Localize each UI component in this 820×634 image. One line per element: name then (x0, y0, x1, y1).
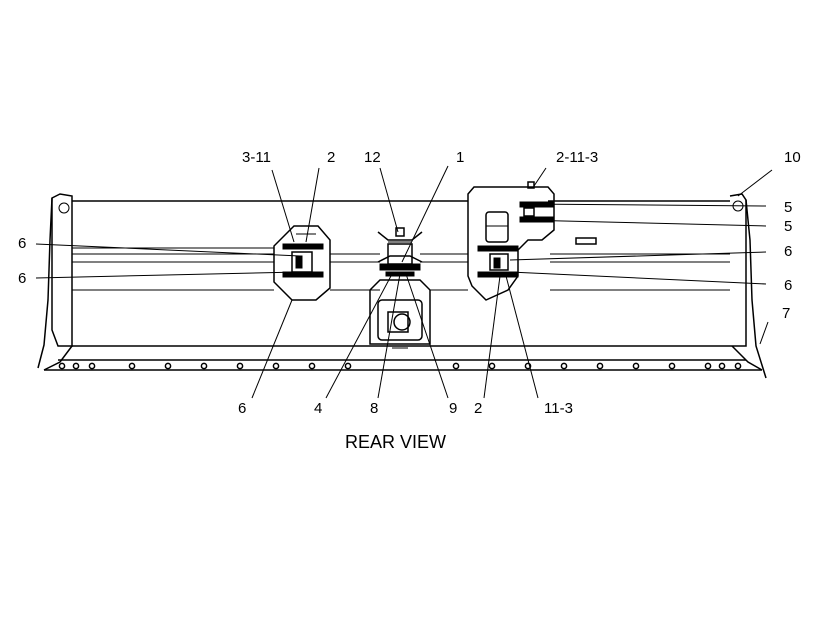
callout-10: 10 (784, 149, 801, 166)
callout-labels: 3-11 2 12 1 2-11-3 10 5 5 6 6 7 6 6 6 4 … (18, 149, 801, 417)
leader-lines (35, 165, 773, 399)
blade-body (37, 193, 767, 379)
callout-8: 8 (370, 400, 378, 417)
callout-6-right-a: 6 (784, 243, 792, 260)
callout-6-left-a: 6 (18, 235, 26, 252)
callout-5-a: 5 (784, 199, 792, 216)
callout-5-b: 5 (784, 218, 792, 235)
callout-1: 1 (456, 149, 464, 166)
callout-6-bottom: 6 (238, 400, 246, 417)
view-caption: REAR VIEW (345, 432, 446, 452)
callout-3-11: 3-11 (242, 149, 271, 166)
callout-4: 4 (314, 400, 322, 417)
callout-9: 9 (449, 400, 457, 417)
cutting-edge-bolts (58, 362, 742, 370)
callout-2-11-3: 2-11-3 (556, 149, 598, 166)
callout-12: 12 (364, 149, 381, 166)
center-pivot-assembly (369, 227, 431, 349)
callout-7: 7 (782, 305, 790, 322)
callout-2-bottom: 2 (474, 400, 482, 417)
callout-2-top: 2 (327, 149, 335, 166)
callout-11-3: 11-3 (544, 400, 573, 417)
callout-6-left-b: 6 (18, 270, 26, 287)
right-mounting-bracket (467, 181, 597, 301)
callout-6-right-b: 6 (784, 277, 792, 294)
left-mounting-bracket (273, 225, 331, 301)
